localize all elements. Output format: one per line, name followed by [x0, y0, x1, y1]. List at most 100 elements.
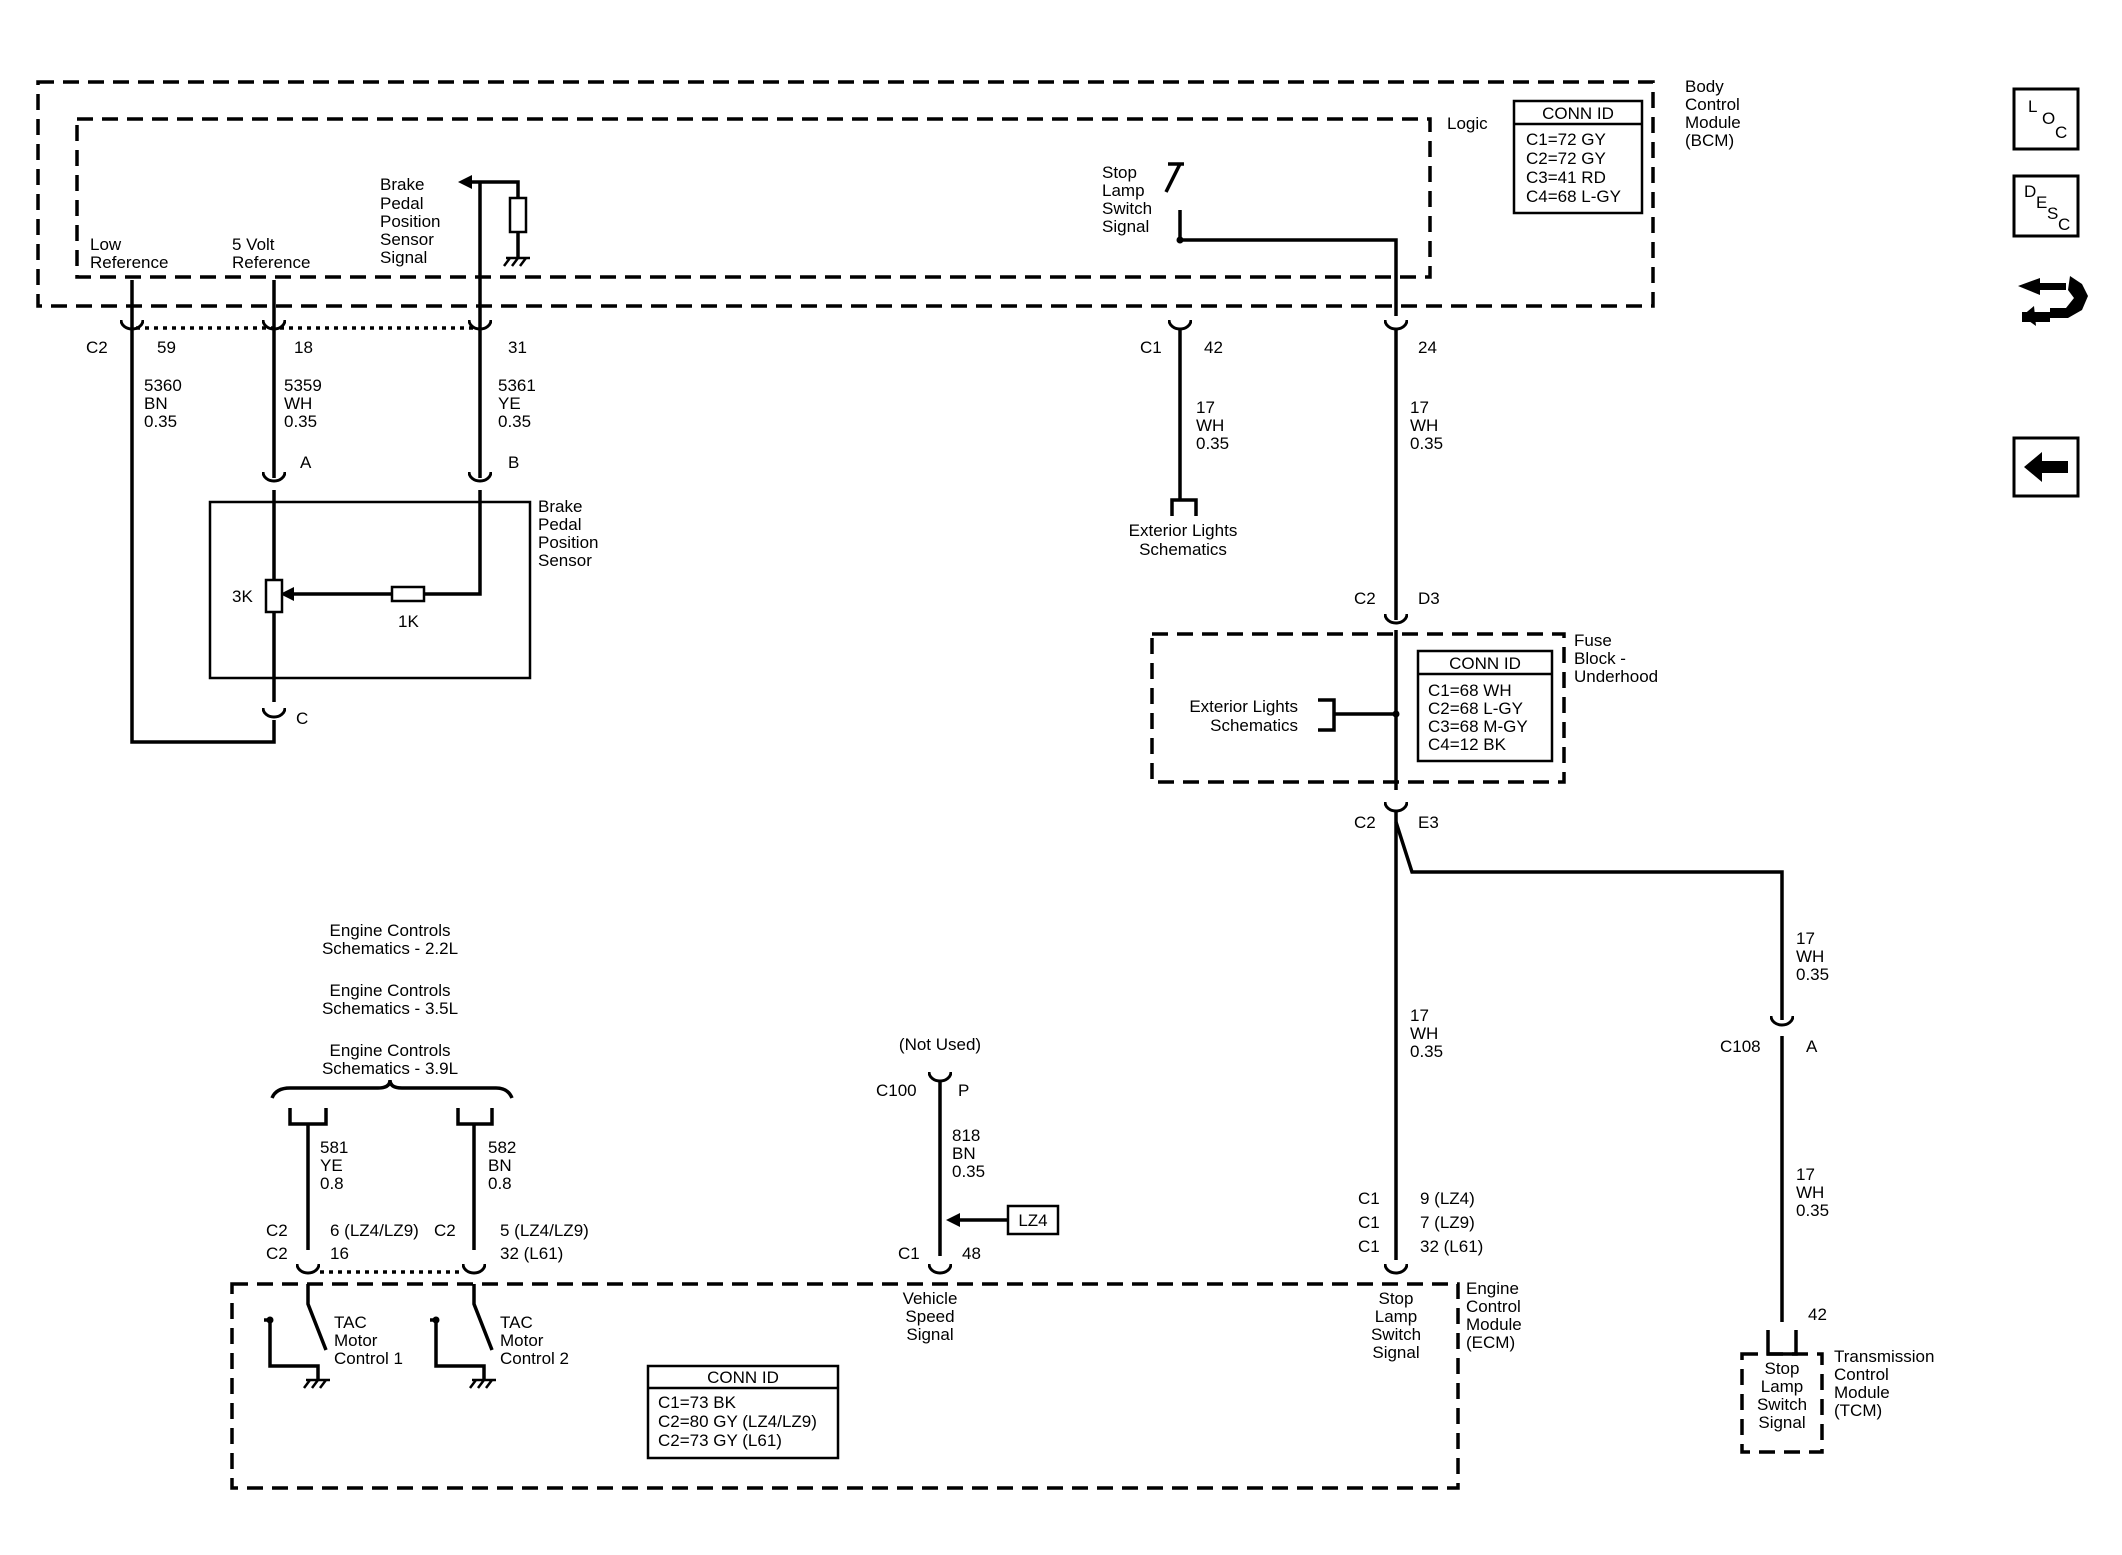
low-reference-label: Low — [90, 235, 122, 254]
wire-label: 0.35 — [1796, 965, 1829, 984]
stop-lamp-signal-label: Switch — [1102, 199, 1152, 218]
fuse-block-underhood: C2 D3 Exterior Lights Schematics CONN ID… — [1150, 589, 1658, 832]
stop-lamp-signal-label: Stop — [1102, 163, 1137, 182]
wire-label: WH — [284, 394, 312, 413]
nav-letter: C — [2058, 215, 2070, 234]
bcm-conn-id-table: CONN ID C1=72 GY C2=72 GY C3=41 RD C4=68… — [1512, 99, 1644, 215]
conn-id-row: C1=73 BK — [658, 1393, 737, 1412]
stop-lamp-label: Stop — [1379, 1289, 1414, 1308]
pin-label: 32 (L61) — [1420, 1237, 1483, 1256]
tac-label: Control 1 — [334, 1349, 403, 1368]
pin-label: 16 — [330, 1244, 349, 1263]
exterior-lights-link[interactable]: Schematics — [1210, 716, 1298, 735]
five-volt-reference-label: Reference — [232, 253, 310, 272]
fuse-block-name: Fuse — [1574, 631, 1612, 650]
stop-lamp-label: Lamp — [1375, 1307, 1418, 1326]
vss-label: Speed — [905, 1307, 954, 1326]
wire-label: 0.35 — [144, 412, 177, 431]
nav-letter: C — [2055, 123, 2067, 142]
sensor-name: Sensor — [538, 551, 592, 570]
exterior-lights-link[interactable]: Schematics — [1139, 540, 1227, 559]
ecm-name: (ECM) — [1466, 1333, 1515, 1352]
connector-label: C2 — [266, 1221, 288, 1240]
pin-label: 18 — [294, 338, 313, 357]
pin-label: 32 (L61) — [500, 1244, 563, 1263]
ecm-c2-connector: C2 C2 6 (LZ4/LZ9) 16 C2 5 (LZ4/LZ9) 32 (… — [266, 1221, 589, 1275]
tcm-name: Transmission — [1834, 1347, 1934, 1366]
back-button[interactable] — [2012, 436, 2080, 498]
repair-procedures-icon[interactable] — [2018, 276, 2088, 326]
exterior-lights-link[interactable]: Exterior Lights — [1129, 521, 1238, 540]
sensor-name: Brake — [538, 497, 582, 516]
wire-label: BN — [488, 1156, 512, 1175]
ecm-name: Control — [1466, 1297, 1521, 1316]
ecm-name: Engine — [1466, 1279, 1519, 1298]
tac-label: Motor — [334, 1331, 378, 1350]
tac-label: Motor — [500, 1331, 544, 1350]
conn-id-row: C1=72 GY — [1526, 130, 1606, 149]
connector-label: C108 — [1720, 1037, 1761, 1056]
wire-17-tcm — [1394, 821, 1784, 1322]
pin-label: B — [508, 453, 519, 472]
pin-label: 48 — [962, 1244, 981, 1263]
tcm-name: Module — [1834, 1383, 1890, 1402]
conn-id-row: C2=68 L-GY — [1428, 699, 1523, 718]
nav-letter: O — [2042, 109, 2055, 128]
tac-label: TAC — [334, 1313, 367, 1332]
conn-id-row: C4=68 L-GY — [1526, 187, 1621, 206]
ref-bracket-right — [456, 1108, 494, 1126]
engine-controls-references[interactable]: Engine Controls Schematics - 2.2L Engine… — [270, 921, 514, 1099]
bcm-c1-connector: C1 42 24 — [1140, 318, 1437, 357]
pin-label: A — [300, 453, 312, 472]
wire-label: 0.35 — [498, 412, 531, 431]
stop-lamp-label: Signal — [1372, 1343, 1419, 1362]
tcm-name: (TCM) — [1834, 1401, 1882, 1420]
option-lz4-label: LZ4 — [1018, 1211, 1047, 1230]
bpps-signal-label: Sensor — [380, 230, 434, 249]
bcm-logic-label: Logic — [1447, 114, 1488, 133]
connector-label: C1 — [898, 1244, 920, 1263]
connector-label: C1 — [1358, 1237, 1380, 1256]
engine-controls-link: Engine Controls — [330, 1041, 451, 1060]
wire-label: 17 — [1796, 929, 1815, 948]
location-button[interactable]: L O C — [2012, 87, 2080, 151]
bcm-name-line: Module — [1685, 113, 1741, 132]
wire-label: WH — [1796, 947, 1824, 966]
bcm-name-line: Control — [1685, 95, 1740, 114]
description-button[interactable]: D E S C — [2012, 174, 2080, 238]
wire-label: YE — [320, 1156, 343, 1175]
wire-label: 0.35 — [1410, 1042, 1443, 1061]
connector-label: C1 — [1358, 1189, 1380, 1208]
pin-label: P — [958, 1081, 969, 1100]
wire-label: 0.35 — [952, 1162, 985, 1181]
tac-label: TAC — [500, 1313, 533, 1332]
engine-controls-link: Engine Controls — [330, 921, 451, 940]
nav-letter: L — [2028, 97, 2037, 116]
connector-label: C2 — [1354, 589, 1376, 608]
bcm-name-line: Body — [1685, 77, 1724, 96]
pin-label: 9 (LZ4) — [1420, 1189, 1475, 1208]
tcm-module: 42 Stop Lamp Switch Signal Transmission … — [1740, 1305, 1934, 1454]
pin-label: 42 — [1204, 338, 1223, 357]
stop-lamp-label: Switch — [1371, 1325, 1421, 1344]
wire-label: 17 — [1796, 1165, 1815, 1184]
connector-label: C1 — [1140, 338, 1162, 357]
option-lz4-box — [1006, 1204, 1060, 1236]
fuse-block-name: Underhood — [1574, 667, 1658, 686]
back-arrow-icon — [2024, 452, 2068, 482]
pin-label: 6 (LZ4/LZ9) — [330, 1221, 419, 1240]
tcm-signal-label: Switch — [1757, 1395, 1807, 1414]
pin-label: 42 — [1808, 1305, 1827, 1324]
exterior-lights-link[interactable]: Exterior Lights — [1189, 697, 1298, 716]
wire-label: 5359 — [284, 376, 322, 395]
wire-label: 0.35 — [284, 412, 317, 431]
pin-label: 5 (LZ4/LZ9) — [500, 1221, 589, 1240]
wire-label: 818 — [952, 1126, 980, 1145]
pin-label: 31 — [508, 338, 527, 357]
wire-label: WH — [1410, 1024, 1438, 1043]
engine-controls-link: Schematics - 2.2L — [322, 939, 458, 958]
pin-label: 59 — [157, 338, 176, 357]
pin-label: C — [296, 709, 308, 728]
ecm-c1-stop-connector: C1 C1 C1 9 (LZ4) 7 (LZ9) 32 (L61) — [1358, 1189, 1483, 1275]
